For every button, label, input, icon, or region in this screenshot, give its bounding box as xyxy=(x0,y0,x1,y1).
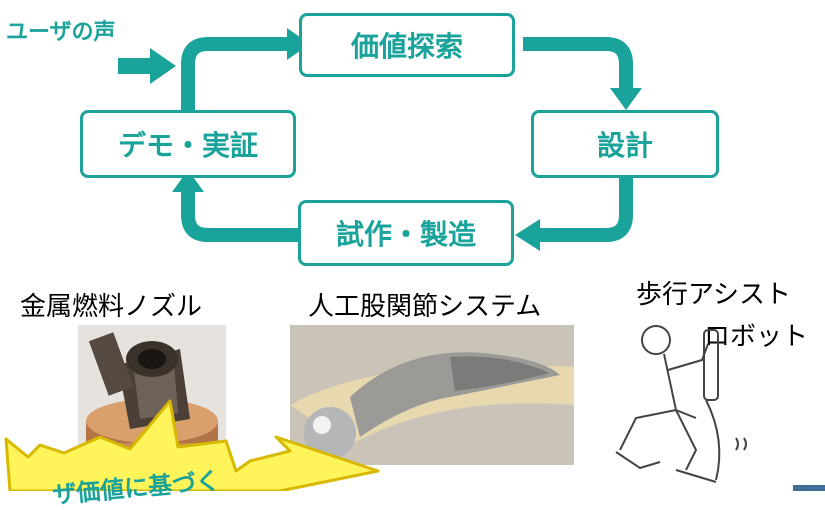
step-value-search: 価値探索 xyxy=(299,13,515,77)
caption-metal-fuel-nozzle: 金属燃料ノズル xyxy=(20,292,203,322)
artificial-hip-image xyxy=(290,325,574,465)
user-voice-label: ユーザの声 xyxy=(6,20,116,45)
cycle-arrows xyxy=(118,28,642,251)
caption-walking-assist-line1: 歩行アシスト xyxy=(636,280,791,310)
walking-assist-robot-image xyxy=(576,300,776,491)
caption-walking-assist-line2: ロボット xyxy=(704,322,809,352)
step-design: 設計 xyxy=(531,110,719,178)
caption-artificial-hip: 人工股関節システム xyxy=(308,292,542,322)
step-value-search-label: 価値探索 xyxy=(350,30,463,63)
step-prototype-manufacture-label: 試作・製造 xyxy=(335,218,476,251)
callout-burst xyxy=(4,399,380,491)
step-demo-validation: デモ・実証 xyxy=(80,110,296,178)
step-demo-validation-label: デモ・実証 xyxy=(117,129,258,162)
step-prototype-manufacture: 試作・製造 xyxy=(298,200,514,266)
corner-marker xyxy=(793,485,825,491)
step-design-label: 設計 xyxy=(596,129,653,162)
